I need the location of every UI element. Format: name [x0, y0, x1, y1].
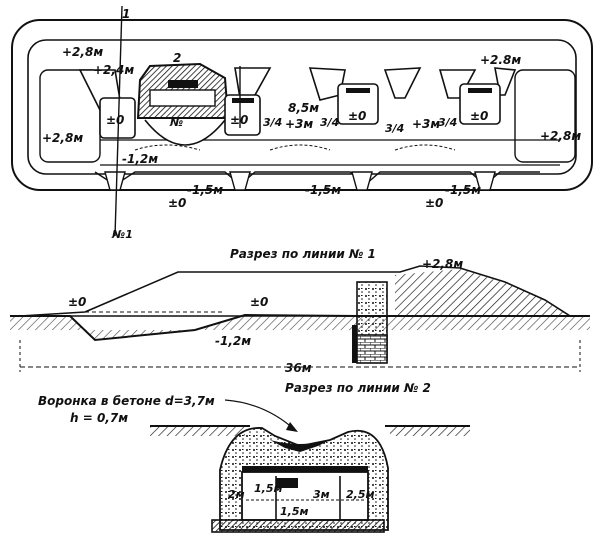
mark-zero-1: ±0 — [106, 113, 124, 127]
s1-mark-zero-mid: ±0 — [250, 295, 268, 309]
mark-m15-right: -1,5м — [445, 183, 481, 197]
mark-frac-1: 3/4 — [263, 116, 282, 129]
s1-mark-m12: -1,2м — [215, 334, 251, 348]
section-1-number: 1 — [122, 7, 130, 21]
mark-frac-4: 3/4 — [438, 116, 457, 129]
s2-dim-25: 2,5м — [346, 488, 374, 501]
section-n2-marker: № — [169, 116, 183, 129]
s2-dim-15-bottom: 1,5м — [280, 505, 308, 518]
mark-zero-2: ±0 — [230, 113, 248, 127]
crater-note-line-1: Воронка в бетоне d=3,7м — [38, 394, 215, 408]
crater-note-line-2: h = 0,7м — [70, 411, 128, 425]
section-2-title: Разрез по линии № 2 — [285, 381, 431, 395]
mark-p24: +2,4м — [93, 63, 134, 77]
mark-frac-3: 3/4 — [385, 122, 404, 135]
mark-zero-3: ±0 — [348, 109, 366, 123]
mark-p28-topright: +2.8м — [480, 53, 521, 67]
s2-dim-3: 3м — [313, 488, 330, 501]
mark-zero-bottom-left: ±0 — [168, 196, 186, 210]
mark-zero-4: ±0 — [470, 109, 488, 123]
section-1: Разрез по линии № 1 ±0 ±0 -1,2м +2,8м 36… — [10, 247, 590, 375]
mark-p3-b: +3м — [412, 117, 440, 131]
section-n1-marker: №1 — [111, 228, 133, 241]
mark-p28-right: +2,8м — [540, 129, 581, 143]
mark-zero-bottom-right: ±0 — [425, 196, 443, 210]
mark-m12: -1,2м — [122, 152, 158, 166]
section-2-number: 2 — [173, 51, 181, 65]
s1-length: 36м — [285, 361, 312, 375]
mark-frac-2: 3/4 — [320, 116, 339, 129]
section-line-1 — [114, 5, 123, 237]
plan-view: +2,8м +2,4м +2.8м +2,8м +2,8м ±0 ±0 ±0 ±… — [11, 5, 593, 241]
s2-dim-15-top: 1,5м — [254, 482, 282, 495]
mark-m15-left: -1,5м — [187, 183, 223, 197]
mark-p3-a: +3м — [285, 117, 313, 131]
mark-p28-left: +2,8м — [42, 131, 83, 145]
mark-p28-topleft: +2,8м — [62, 45, 103, 59]
section-1-title: Разрез по линии № 1 — [230, 247, 376, 261]
s2-dim-2: 2м — [228, 488, 245, 501]
s1-mark-zero-left: ±0 — [68, 295, 86, 309]
s1-mark-28: +2,8м — [422, 257, 463, 271]
section-2: Разрез по линии № 2 Воронка в бетоне d=3… — [38, 381, 470, 533]
mark-h85: 8,5м — [288, 101, 319, 115]
mark-m15-mid: -1,5м — [305, 183, 341, 197]
